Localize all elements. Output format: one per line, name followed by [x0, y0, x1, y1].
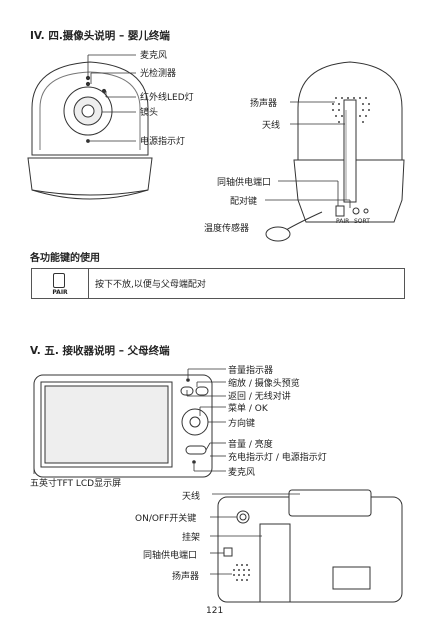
label-monitor-microphone: 麦克风 [228, 465, 255, 478]
label-menu-ok: 菜单 / OK [228, 401, 268, 414]
monitor-front-illustration [34, 375, 212, 477]
page-number: 121 [206, 606, 223, 616]
table-row: PAIR 按下不放,以便与父母端配对 [32, 269, 405, 299]
label-onoff-switch: ON/OFF开关键 [135, 511, 196, 524]
monitor-back-illustration [218, 490, 402, 602]
func-keys-title: 各功能键的使用 [30, 249, 100, 264]
label-direction: 方向键 [228, 416, 255, 429]
pair-description: 按下不放,以便与父母端配对 [89, 269, 405, 299]
label-antenna: 天线 [262, 118, 280, 131]
pair-button-icon [53, 273, 65, 288]
camera-front-illustration [28, 62, 152, 199]
section-v-title: V. 五. 接收器说明 – 父母终端 [30, 343, 170, 358]
label-microphone: 麦克风 [140, 48, 167, 61]
label-light-sensor: 光检测器 [140, 66, 176, 79]
label-charge-power-indicator: 充电指示灯 / 电源指示灯 [228, 450, 327, 463]
label-lens: 镜头 [140, 105, 158, 118]
label-speaker: 扬声器 [250, 96, 277, 109]
label-monitor-coax-port: 同轴供电端口 [143, 548, 197, 561]
label-monitor-speaker: 扬声器 [172, 569, 199, 582]
pair-icon-label: PAIR [32, 289, 88, 296]
camera-back-illustration [266, 62, 404, 241]
func-keys-table: PAIR 按下不放,以便与父母端配对 [31, 268, 405, 299]
label-ir-led: 红外线LED灯 [140, 90, 194, 103]
label-volume-indicator: 音量指示器 [228, 363, 273, 376]
label-screen: 五英寸TFT LCD显示屏 [30, 476, 121, 489]
label-zoom-preview: 缩放 / 摄像头预览 [228, 376, 300, 389]
label-monitor-antenna: 天线 [182, 489, 200, 502]
label-volume-brightness: 音量 / 亮度 [228, 437, 273, 450]
port-label-sort: SORT [354, 218, 370, 225]
label-coax-port: 同轴供电端口 [217, 175, 271, 188]
label-stand: 挂架 [182, 530, 200, 543]
label-pair-key: 配对键 [230, 194, 257, 207]
label-temp-sensor: 温度传感器 [204, 221, 249, 234]
pair-icon-cell: PAIR [32, 269, 89, 299]
label-power-indicator: 电源指示灯 [140, 134, 185, 147]
port-label-pair: PAIR [336, 218, 349, 225]
